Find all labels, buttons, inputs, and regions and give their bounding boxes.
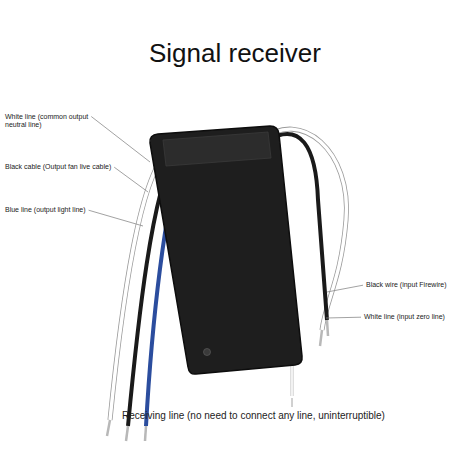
leader-line	[114, 167, 148, 192]
wire-tip	[327, 320, 328, 336]
callout-label: Black wire (input Firewire)	[366, 281, 464, 289]
wire-tip	[145, 426, 146, 441]
wire-tip	[320, 330, 322, 346]
callout-label: White line (input zero line)	[364, 313, 464, 321]
callout-label: White line (common output neutral line)	[5, 113, 105, 130]
diagram-title: Signal receiver	[0, 38, 470, 69]
leader-line	[292, 398, 293, 407]
callout-label: Blue line (output light line)	[5, 206, 86, 214]
label-plate	[163, 132, 271, 166]
leader-line	[91, 117, 150, 163]
wire-tip	[126, 426, 128, 441]
callout-label: Black cable (Output fan live cable)	[5, 163, 111, 171]
wire-tip	[107, 420, 110, 436]
leader-line	[327, 285, 363, 292]
leader-line	[326, 317, 361, 319]
pairing-button	[204, 349, 211, 356]
receiver-housing	[150, 126, 302, 374]
leader-line	[89, 210, 143, 226]
callout-label: Receiving line (no need to connect any l…	[122, 410, 385, 422]
